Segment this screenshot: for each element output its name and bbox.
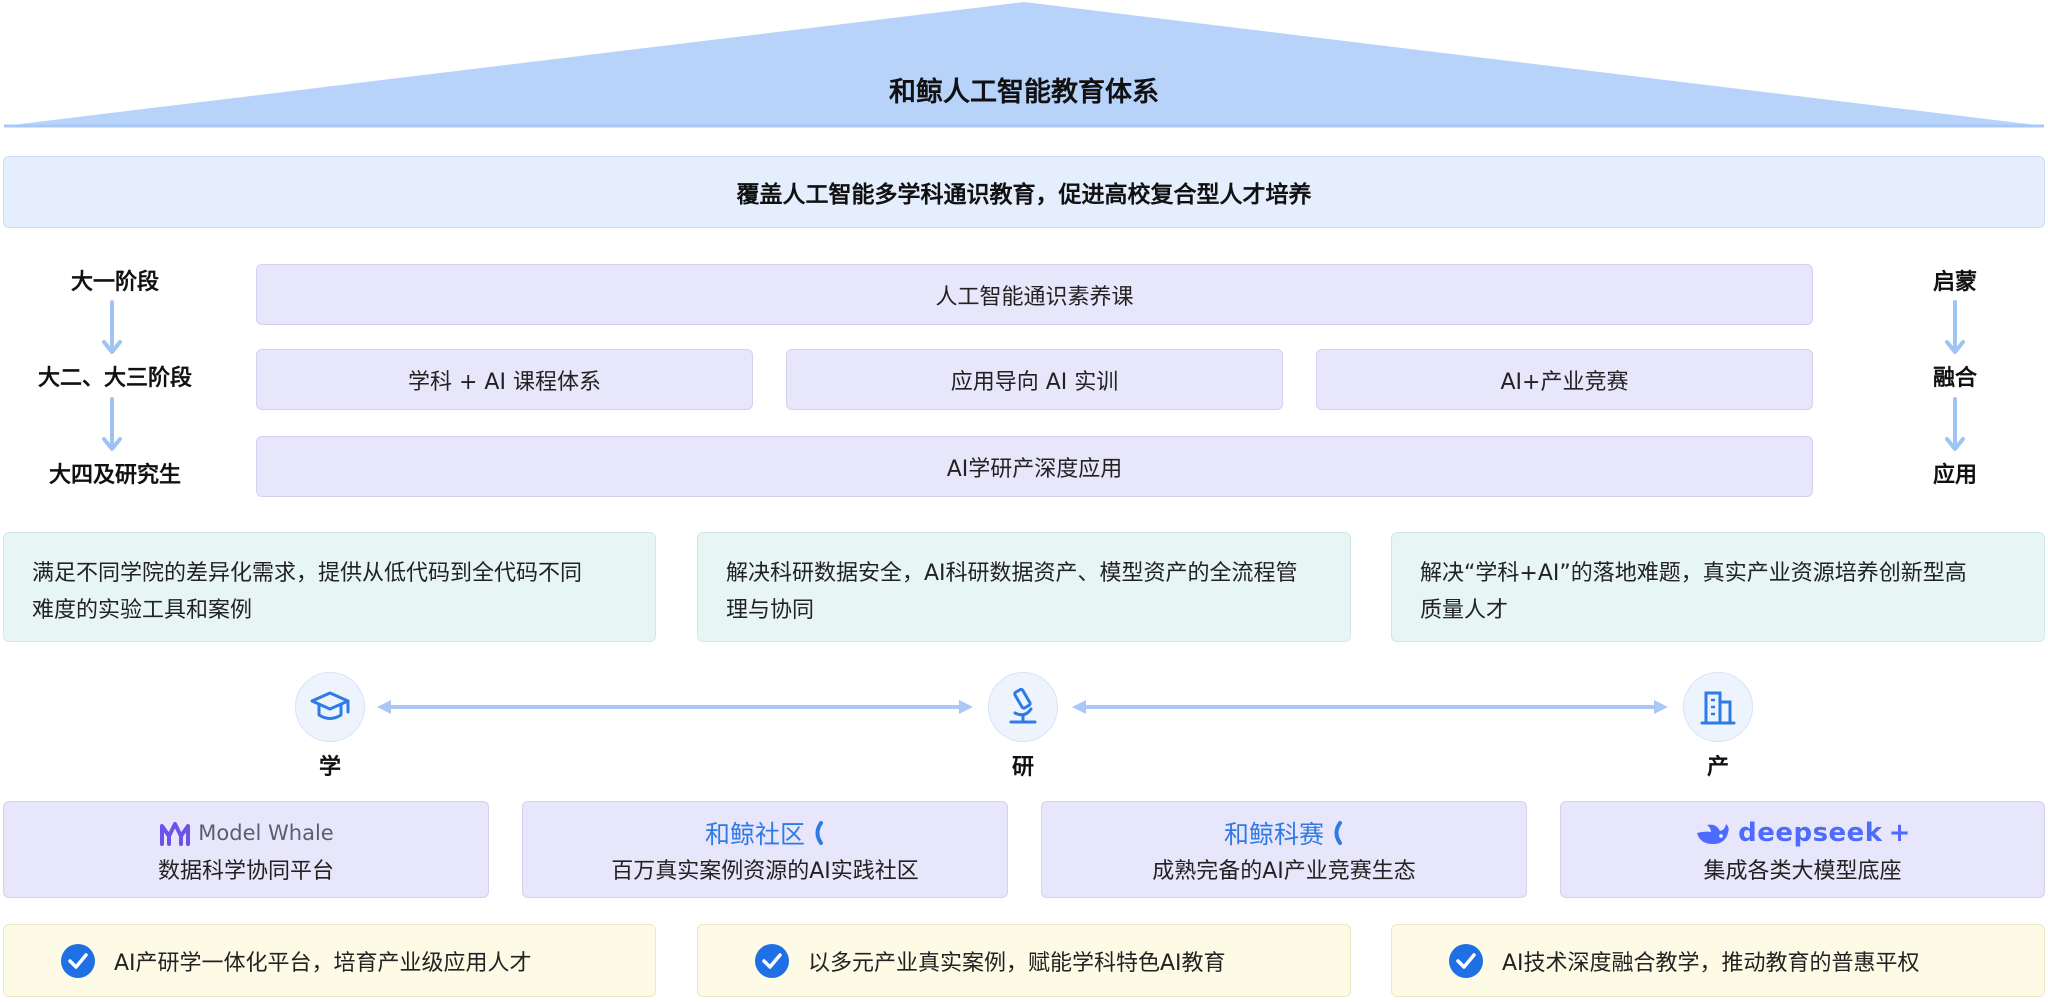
heywhale-logo-icon bbox=[1334, 820, 1342, 845]
product-card-community: 和鲸社区 百万真实案例资源的AI实践社区 bbox=[522, 801, 1008, 898]
heywhale-logo-icon bbox=[815, 820, 823, 845]
modelwhale-logo-icon bbox=[160, 821, 191, 846]
pillar-learn-badge bbox=[295, 672, 365, 742]
page-title: 和鲸人工智能教育体系 bbox=[889, 77, 1159, 108]
phase-arrow-down-icon bbox=[1945, 397, 1965, 451]
result-text: AI技术深度融合教学，推动教育的普惠平权 bbox=[1502, 950, 1920, 976]
roof-shape bbox=[4, 2, 2044, 128]
product-brand-plus: + bbox=[1888, 817, 1911, 848]
product-brand: 和鲸科赛 bbox=[1223, 819, 1324, 849]
description-line: 质量人才 bbox=[1420, 598, 1509, 623]
result-text: AI产研学一体化平台，培育产业级应用人才 bbox=[114, 950, 532, 976]
stage-arrow-down-icon bbox=[102, 300, 122, 354]
description-box-research: 解决科研数据安全，AI科研数据资产、模型资产的全流程管 理与协同 bbox=[697, 532, 1351, 642]
pillar-label-industry: 产 bbox=[1706, 755, 1729, 780]
check-circle-icon bbox=[61, 943, 95, 978]
product-card-competition: 和鲸科赛 成熟完备的AI产业竞赛生态 bbox=[1041, 801, 1527, 898]
stage-label-sophomore-junior: 大二、大三阶段 bbox=[37, 366, 192, 391]
result-box-industry: AI技术深度融合教学，推动教育的普惠平权 bbox=[1391, 924, 2045, 997]
product-description: 集成各类大模型底座 bbox=[1703, 858, 1902, 884]
product-brand: deepseek bbox=[1738, 817, 1883, 848]
pillar-industry-badge bbox=[1683, 672, 1753, 742]
double-arrow-icon bbox=[1072, 700, 1668, 714]
result-text: 以多元产业真实案例，赋能学科特色AI教育 bbox=[808, 950, 1226, 976]
description-box-learn: 满足不同学院的差异化需求，提供从低代码到全代码不同 难度的实验工具和案例 bbox=[3, 532, 656, 642]
course-ai-industry-competition: AI+产业竞赛 bbox=[1316, 349, 1813, 410]
phase-label-integrate: 融合 bbox=[1932, 366, 1977, 391]
microscope-icon bbox=[1009, 687, 1037, 724]
graduation-cap-icon bbox=[310, 691, 350, 720]
check-circle-icon bbox=[755, 943, 789, 978]
product-description: 百万真实案例资源的AI实践社区 bbox=[611, 858, 919, 884]
check-circle-icon bbox=[1449, 943, 1483, 978]
product-brand: 和鲸社区 bbox=[704, 819, 805, 849]
description-box-industry: 解决“学科+AI”的落地难题，真实产业资源培养创新型高 质量人才 bbox=[1391, 532, 2045, 642]
pillar-label-research: 研 bbox=[1011, 755, 1034, 780]
product-description: 成熟完备的AI产业竞赛生态 bbox=[1152, 858, 1416, 884]
product-brand: Model Whale bbox=[198, 820, 334, 845]
product-card-deepseek: deepseek + 集成各类大模型底座 bbox=[1560, 801, 2045, 898]
stage-label-freshman: 大一阶段 bbox=[70, 270, 159, 295]
stage-arrow-down-icon bbox=[102, 397, 122, 451]
description-line: 解决“学科+AI”的落地难题，真实产业资源培养创新型高 bbox=[1420, 561, 1967, 586]
deepseek-whale-icon bbox=[1697, 823, 1729, 844]
double-arrow-icon bbox=[377, 700, 973, 714]
pillar-research-badge bbox=[988, 672, 1058, 742]
course-discipline-ai: 学科 + AI 课程体系 bbox=[256, 349, 753, 410]
course-ai-research-application: AI学研产深度应用 bbox=[256, 436, 1813, 497]
mission-banner: 覆盖人工智能多学科通识教育，促进高校复合型人才培养 bbox=[3, 156, 2045, 228]
result-box-research: 以多元产业真实案例，赋能学科特色AI教育 bbox=[697, 924, 1351, 997]
pillar-label-learn: 学 bbox=[318, 755, 341, 780]
product-card-modelwhale: Model Whale 数据科学协同平台 bbox=[3, 801, 489, 898]
course-applied-ai-training: 应用导向 AI 实训 bbox=[786, 349, 1283, 410]
result-box-learn: AI产研学一体化平台，培育产业级应用人才 bbox=[3, 924, 656, 997]
description-line: 满足不同学院的差异化需求，提供从低代码到全代码不同 bbox=[32, 561, 583, 586]
description-line: 难度的实验工具和案例 bbox=[32, 598, 253, 623]
phase-arrow-down-icon bbox=[1945, 300, 1965, 354]
description-line: 理与协同 bbox=[726, 598, 815, 623]
building-icon bbox=[1700, 691, 1736, 725]
phase-label-apply: 应用 bbox=[1932, 463, 1977, 488]
product-description: 数据科学协同平台 bbox=[157, 858, 334, 884]
stage-label-senior-graduate: 大四及研究生 bbox=[48, 463, 181, 488]
description-line: 解决科研数据安全，AI科研数据资产、模型资产的全流程管 bbox=[726, 561, 1298, 586]
phase-label-enlighten: 启蒙 bbox=[1932, 270, 1977, 295]
course-general-ai-literacy: 人工智能通识素养课 bbox=[256, 264, 1813, 325]
